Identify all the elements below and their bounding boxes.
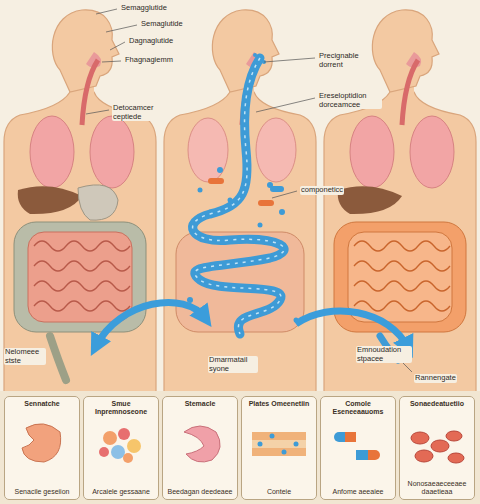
organ-label: Rannengate: [414, 374, 457, 383]
info-card: SonaedeatuetiioNonosaeaeceeaee daaetieaa: [399, 396, 475, 500]
body-outline: [164, 10, 316, 392]
card-body: Senacile geseiion: [8, 488, 76, 496]
stomach: [78, 185, 118, 220]
card-body: Anfome aeeaiee: [324, 488, 392, 496]
lung: [90, 116, 134, 188]
info-card: Smue InpremnoseoneArcaiele gessaane: [83, 396, 159, 500]
body-outline: [4, 10, 156, 392]
organ-label: Fhagnagiemm: [124, 56, 174, 65]
info-card: Comole EseneeaauomsAnfome aeeaiee: [320, 396, 396, 500]
flow-arrow: [96, 302, 205, 346]
card-heading: Sennatche: [8, 400, 76, 408]
region-label: Ereseloptidion dorceamcee: [318, 92, 382, 109]
blood-cell-icon: [411, 431, 464, 463]
state-label: Nelomeee stste: [4, 348, 46, 365]
organ-label: Detocamcer ceptiede: [112, 104, 166, 121]
intestine: [348, 232, 452, 322]
tube-segments: [193, 58, 285, 334]
region-label: Precignable dorrent: [318, 52, 370, 69]
blue-tube: [193, 58, 285, 334]
rectum: [50, 336, 66, 380]
lung: [188, 118, 228, 182]
figure-middle: [164, 10, 316, 392]
card-heading: Plates Omeenetiin: [245, 400, 313, 408]
drug-label: Semagglutide: [120, 4, 168, 13]
figure-left: [4, 10, 156, 392]
lung: [30, 116, 74, 188]
intestine-coil: [34, 241, 130, 311]
stomach-icon: [22, 424, 61, 462]
card-body: Beedagan deedeaee: [166, 488, 234, 496]
component-label: componeticc: [300, 186, 344, 195]
info-card: SennatcheSenacile geseiion: [4, 396, 80, 500]
panel-strip: [0, 391, 480, 504]
particles: [187, 53, 299, 323]
system-label: Dmarmatail syone: [208, 356, 258, 373]
lung: [256, 118, 296, 182]
capsule-icon: [334, 432, 380, 460]
leader-lines: [86, 9, 412, 372]
liver: [338, 186, 402, 214]
capsule: [258, 200, 274, 206]
process-label: Emnoudation stpacee: [356, 346, 412, 363]
drug-label: Dagnaglutide: [128, 37, 174, 46]
lung: [350, 116, 394, 188]
liver: [18, 186, 82, 214]
capsule: [270, 186, 284, 192]
card-body: Arcaiele gessaane: [87, 488, 155, 496]
card-body: Conteie: [245, 488, 313, 496]
info-card: StemacleBeedagan deedeaee: [162, 396, 238, 500]
card-body: Nonosaeaeceeaee daaetieaa: [403, 480, 471, 496]
lung: [410, 116, 454, 188]
panel-boxes: [4, 396, 475, 500]
intestine: [28, 232, 132, 322]
stomach-icon: [184, 426, 220, 462]
capsule: [208, 178, 224, 184]
tissue-band-icon: [252, 432, 306, 456]
card-heading: Comole Eseneeaauoms: [324, 400, 392, 416]
card-heading: Stemacle: [166, 400, 234, 408]
info-card: Plates OmeenetiinConteie: [241, 396, 317, 500]
drug-label: Semaglutide: [140, 20, 184, 29]
card-heading: Sonaedeatuetiio: [403, 400, 471, 408]
flow-arrow: [296, 311, 408, 348]
card-heading: Smue Inpremnoseone: [87, 400, 155, 416]
intestine-coil: [354, 241, 450, 311]
cell-cluster-icon: [99, 428, 141, 463]
